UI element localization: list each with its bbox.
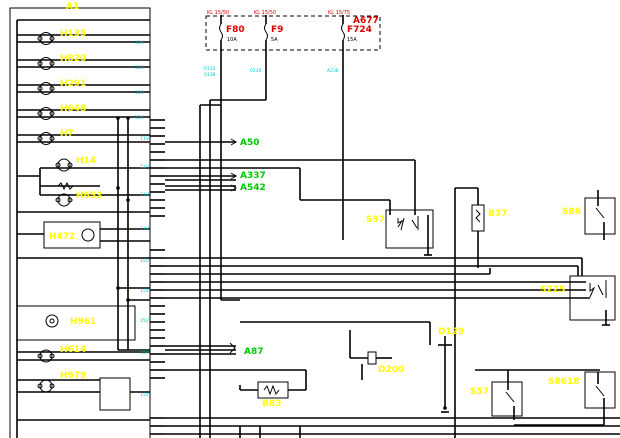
- switch-s8618: S8618: [514, 371, 616, 426]
- fuse-label-f80: F80: [226, 25, 245, 35]
- svg-text:KL 15/75: KL 15/75: [328, 10, 350, 16]
- svg-text:15V: 15V: [140, 258, 150, 264]
- svg-text:15V: 15V: [140, 288, 150, 294]
- svg-text:KL 15/50: KL 15/50: [207, 10, 229, 16]
- lamp-row-h7: H7: [17, 129, 150, 145]
- component-label-d200: D200: [378, 365, 404, 375]
- connector-label-a542: A542: [240, 183, 266, 193]
- block-label-h472: H472: [49, 232, 75, 242]
- switch-s57: S57: [470, 369, 600, 420]
- diode-d129: D129: [240, 321, 464, 365]
- connector-a50: A50: [165, 138, 260, 148]
- lamp-row-h648: H648 11V: [17, 104, 150, 121]
- lamp-row-h820: H820 11V: [17, 54, 150, 71]
- svg-text:11V: 11V: [140, 164, 150, 170]
- component-label-s57: S57: [470, 387, 489, 397]
- lamp-row-h614: H614: [17, 345, 150, 363]
- connector-a337: A337: [165, 171, 266, 181]
- fuse-feeds: [199, 99, 266, 438]
- a1-pin-stubs: 11V 11V 11V 11V 15V 15V 15V 15V 15V: [140, 136, 150, 398]
- lamp-label-h614: H614: [60, 345, 86, 355]
- fuse-box-label: A677: [353, 16, 379, 26]
- svg-text:11V: 11V: [140, 192, 150, 198]
- lamp-label-h135: H135: [60, 29, 86, 39]
- harness-connector: [150, 119, 165, 435]
- connector-label-a87: A87: [244, 347, 264, 357]
- component-label-s225: S225: [540, 285, 565, 295]
- module-a1: A1: [9, 2, 151, 438]
- connector-a542: A542: [165, 183, 266, 193]
- svg-text:0135: 0135: [204, 66, 216, 72]
- svg-text:KL 15/50: KL 15/50: [254, 10, 276, 16]
- svg-text:0230: 0230: [250, 68, 262, 74]
- diode-d200: D200: [349, 330, 449, 413]
- a1-internal-bus: [116, 116, 150, 351]
- svg-text:10A: 10A: [227, 37, 237, 43]
- lamp-label-h979: H979: [60, 371, 86, 381]
- block-h961: H961: [16, 305, 136, 341]
- fuse-label-f9: F9: [271, 25, 283, 35]
- svg-text:11V: 11V: [140, 226, 150, 232]
- svg-text:11V: 11V: [140, 136, 150, 142]
- run-to-s97: [165, 159, 416, 215]
- svg-text:11V: 11V: [135, 40, 145, 46]
- lamp-group-h14-h653: H14 H653: [17, 156, 150, 213]
- sensor-b37: B37: [454, 187, 507, 438]
- run-to-right: [165, 257, 590, 299]
- lamp-label-h648: H648: [60, 104, 86, 114]
- lamp-row-h291: H291 11V: [17, 79, 150, 96]
- component-label-d129: D129: [438, 327, 464, 337]
- module-a1-title: A1: [66, 2, 79, 12]
- svg-text:11V: 11V: [135, 65, 145, 71]
- component-label-s8618: S8618: [548, 377, 580, 387]
- switch-s86: S86: [562, 190, 616, 240]
- svg-text:15V: 15V: [140, 318, 150, 324]
- lamp-row-h135: H135 11V: [17, 29, 150, 46]
- lamp-label-h291: H291: [60, 79, 86, 89]
- lamp-row-h979: H979: [17, 371, 150, 421]
- component-label-s97: S97: [366, 215, 385, 225]
- switch-s225: S225: [540, 275, 616, 326]
- lamp-label-h7: H7: [60, 129, 74, 139]
- svg-text:15A: 15A: [347, 37, 357, 43]
- fuse-f724: KL 15/75 F724 15A A236: [327, 10, 372, 240]
- svg-text:0138: 0138: [204, 72, 216, 78]
- bottom-runs: [165, 417, 620, 438]
- component-label-b83: B83: [262, 399, 281, 409]
- lamp-label-h14: H14: [76, 156, 96, 166]
- component-label-b37: B37: [488, 209, 507, 219]
- svg-text:A236: A236: [327, 68, 339, 74]
- component-label-s86: S86: [562, 207, 581, 217]
- connector-a87: A87: [165, 342, 264, 357]
- connector-label-a337: A337: [240, 171, 266, 181]
- svg-text:11V: 11V: [135, 90, 145, 96]
- fuse-f9: KL 15/50 F9 5A 0230: [250, 10, 283, 100]
- svg-text:15V: 15V: [140, 392, 150, 398]
- lamp-label-h653: H653: [76, 191, 102, 201]
- connector-label-a50: A50: [240, 138, 260, 148]
- sensor-b83: B83: [165, 369, 307, 409]
- svg-text:15V: 15V: [140, 350, 150, 356]
- fuse-label-f724: F724: [347, 25, 372, 35]
- switch-s97: S97: [366, 209, 434, 256]
- svg-text:5A: 5A: [271, 37, 278, 43]
- module-a1-box: [9, 7, 151, 438]
- svg-text:11V: 11V: [135, 115, 145, 121]
- block-label-h961: H961: [70, 317, 96, 327]
- lamp-label-h820: H820: [60, 54, 86, 64]
- block-h472: H472: [17, 221, 150, 259]
